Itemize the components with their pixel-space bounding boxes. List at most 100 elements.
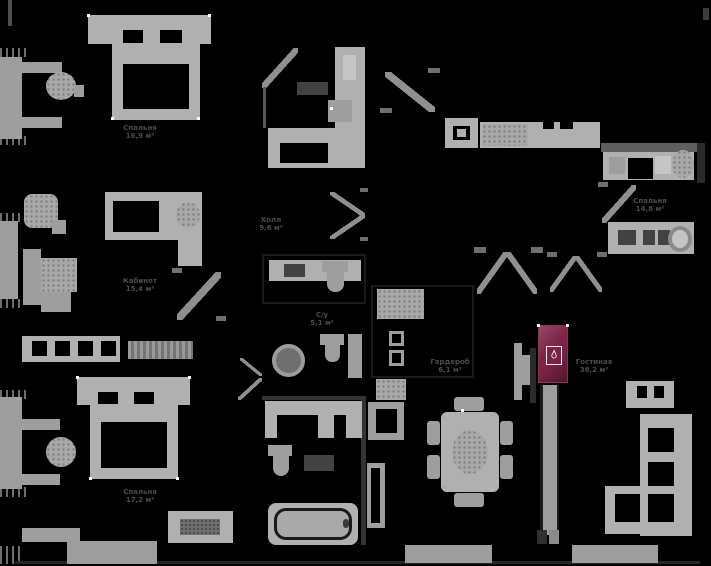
chair xyxy=(46,437,76,467)
room-name: Гардероб xyxy=(430,358,470,366)
wardrobe-section xyxy=(101,341,116,356)
sideboard-gap xyxy=(543,122,554,129)
door-swing xyxy=(602,185,636,223)
bed-headboard xyxy=(88,15,211,31)
door-swing xyxy=(385,72,435,112)
wall-line xyxy=(530,348,536,403)
door-leaf xyxy=(428,68,440,73)
vanity-inset xyxy=(643,230,655,245)
bed-blanket xyxy=(112,43,200,64)
pillow-gap xyxy=(160,30,182,44)
toilet xyxy=(273,456,289,476)
corner-dot xyxy=(111,117,114,120)
desk-chair xyxy=(176,202,200,228)
storage-walls xyxy=(371,285,474,378)
bath-vanity xyxy=(265,401,277,438)
fireplace xyxy=(538,325,568,383)
room-area: 5,1 м² xyxy=(310,319,334,327)
shower xyxy=(272,344,305,377)
corner-dot xyxy=(566,324,569,327)
room-label: С/у 5,1 м² xyxy=(300,311,344,327)
door-swing xyxy=(330,192,365,216)
wardrobe-section xyxy=(32,341,47,356)
door-leaf xyxy=(360,237,368,241)
cooktop xyxy=(297,82,328,95)
tv-wall-base xyxy=(549,530,559,544)
room-name: Спальня xyxy=(123,124,157,132)
pillow-gap xyxy=(123,30,143,44)
lounge-chair-back xyxy=(23,249,41,305)
sofa-cushion-gap xyxy=(648,462,674,488)
corner-dot xyxy=(76,376,79,379)
toilet-tank xyxy=(322,261,348,272)
corner-dot xyxy=(197,117,200,120)
room-label: Гардероб 6,1 м² xyxy=(428,358,472,374)
bath-shelf xyxy=(348,334,362,378)
window-strip xyxy=(0,57,22,139)
desk-inset xyxy=(113,201,159,232)
chair xyxy=(46,72,76,100)
door-leaf xyxy=(531,247,543,253)
shelf-box-inset xyxy=(392,334,401,343)
sideboard-decor xyxy=(482,124,528,146)
table-center xyxy=(457,129,466,137)
armchair xyxy=(626,381,674,408)
armchair-gap xyxy=(654,386,664,398)
vanity-desk xyxy=(22,419,60,430)
door-leaf xyxy=(380,108,392,113)
room-area: 14,8 м² xyxy=(635,205,665,213)
wall-line xyxy=(697,143,705,183)
flame-icon xyxy=(546,346,562,365)
closet xyxy=(22,528,80,542)
wall-hatch xyxy=(0,546,22,564)
wall-hatch xyxy=(0,299,22,308)
door-swing xyxy=(238,378,262,400)
door-leaf xyxy=(474,247,486,253)
sideboard-gap xyxy=(560,122,573,129)
wardrobe-section xyxy=(78,341,93,356)
wall-line xyxy=(262,396,362,400)
shelf-box-inset xyxy=(392,353,401,363)
desk-item xyxy=(655,156,671,174)
vanity-inset xyxy=(658,230,670,245)
corner-dot xyxy=(330,107,333,110)
door-leaf xyxy=(598,182,608,187)
square-table xyxy=(445,118,478,148)
counter-inset xyxy=(280,143,328,163)
wall-hatch xyxy=(0,48,26,57)
vanity-desk xyxy=(22,474,60,485)
door-swing xyxy=(576,256,602,292)
desk-chair xyxy=(672,150,694,178)
room-area: 15,4 м² xyxy=(125,285,155,293)
side-table xyxy=(52,220,66,234)
window-block xyxy=(572,545,658,563)
radiator-inset xyxy=(371,468,380,523)
door-leaf xyxy=(172,268,182,273)
desk-inset xyxy=(628,158,653,179)
dining-chair xyxy=(454,397,484,411)
room-label: Гостиная 38,2 м² xyxy=(572,358,616,374)
corner-dot xyxy=(461,409,464,412)
room-name: Гостиная xyxy=(575,358,613,366)
room-name: Холл xyxy=(260,216,282,224)
bed-pillows xyxy=(88,30,211,44)
room-label: Спальня 17,2 м² xyxy=(112,488,168,504)
room-area: 9,6 м² xyxy=(259,224,283,232)
room-area: 17,2 м² xyxy=(125,496,155,504)
table-decor xyxy=(452,430,488,474)
cabinet-inset xyxy=(376,409,397,433)
door-swing xyxy=(262,48,298,88)
room-label: Холл 9,6 м² xyxy=(247,216,295,232)
lounge-chair xyxy=(41,258,77,292)
wall-line xyxy=(540,385,543,535)
room-label: Кабинет 15,4 м² xyxy=(112,277,168,293)
tv-wall-base xyxy=(537,530,547,544)
wall-line xyxy=(263,87,266,128)
window-block xyxy=(67,541,157,564)
vanity-inset xyxy=(618,230,636,245)
door-swing xyxy=(507,252,537,294)
room-label: Спальня 16,9 м² xyxy=(112,124,168,140)
console-table xyxy=(376,379,406,400)
corner-dot xyxy=(188,376,191,379)
wall-hatch xyxy=(0,213,22,222)
